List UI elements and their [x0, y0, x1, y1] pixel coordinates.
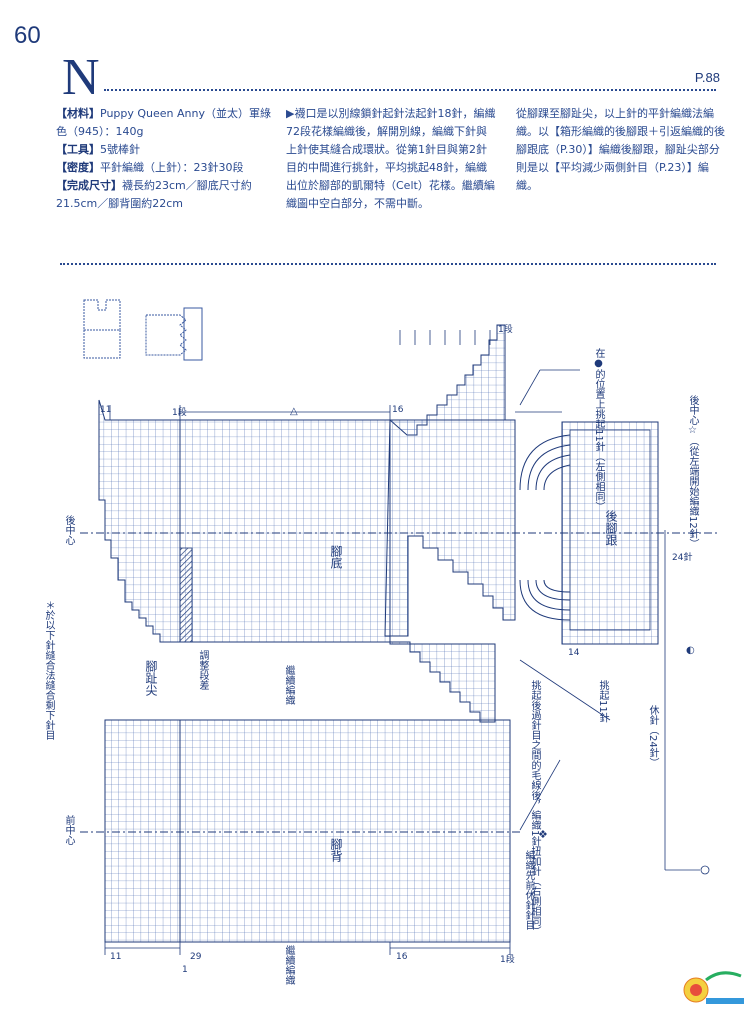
sole-right-shaping [388, 324, 506, 436]
tools-value: 5號棒針 [100, 143, 140, 156]
adjust-rows-label: 調整段差 [197, 650, 208, 690]
adjust-rows-hatch [179, 547, 193, 643]
stitch-count-16-bottom: 16 [396, 952, 408, 962]
instep-label: 腳背 [329, 838, 343, 862]
stitch-count-24: 24針 [672, 553, 693, 563]
svg-text:△: △ [290, 406, 298, 417]
stitch-count-29: 29 [190, 952, 202, 962]
pick-up-11-top-label: 在●的位置上挑起11針（左側相同） [593, 348, 604, 512]
sole-diagonal-decrease [389, 641, 496, 723]
tools-label: 【工具】 [56, 143, 100, 156]
page-number: 60 [14, 22, 41, 49]
back-center-left-label: 後中心 [63, 515, 74, 545]
knitting-chart: △ ◐ ❖ [80, 299, 720, 955]
continue-knit-label-2: 繼續編織 [283, 945, 294, 985]
continue-knit-label: 繼續編織 [283, 665, 294, 705]
sole-left-shaping [98, 399, 181, 643]
instructions-foot: 從腳踝至腳趾尖，以上針的平針編織法編織。以【箱形編織的後腳跟＋引返編織的後腳跟底… [516, 107, 725, 192]
svg-text:◐: ◐ [686, 645, 695, 656]
front-rest-label: 編織先前休針針目 [523, 850, 534, 930]
sock-schematic-thumbnail [83, 299, 203, 361]
size-value: 襪長約23cm／腳底尺寸約21.5cm／腳背圍約22cm [56, 179, 252, 210]
page-reference: P.88 [694, 70, 720, 85]
row-1-right-top: 1段 [498, 325, 513, 335]
stitch-count-14: 14 [568, 648, 580, 658]
bottom-arrows [104, 942, 511, 955]
rest-24-label: 休針（24針） [647, 705, 658, 768]
back-center-right-label: 後中心☆（從左端開始編織12針） [687, 395, 698, 549]
right-annotations [519, 369, 710, 875]
top-arrows [109, 330, 562, 420]
row-1-bottom-left: 1 [182, 965, 188, 975]
material-value: Puppy Queen Anny（並太）軍綠色（945）：140g [56, 107, 271, 138]
front-center-label: 前中心 [63, 815, 74, 845]
pattern-letter: N [62, 49, 100, 106]
material-label: 【材料】 [56, 107, 100, 120]
sole-grid [179, 419, 391, 643]
row-1-top: 1段 [172, 408, 187, 418]
stitch-count-11-top: 11 [100, 405, 112, 415]
pick-yarn-label: 挑起後過針目之間的毛線後，編織1針扭加針（右側相同） [529, 680, 540, 937]
stitch-count-16-top: 16 [392, 405, 404, 415]
heel-label: 後腳跟 [604, 510, 618, 546]
stitch-count-11-bottom: 11 [110, 952, 122, 962]
sole-label: 腳底 [329, 545, 343, 569]
instructions-cuff: ▶襪口是以別線鎖針起針法起針18針，編織72段花樣編織後，解開別線，編織下針與上… [286, 107, 496, 210]
graft-note: ＊於以下針縫合法縫合剩下針目 [43, 600, 54, 740]
materials-section: 【材料】Puppy Queen Anny（並太）軍綠色（945）：140g 【工… [56, 105, 276, 213]
toe-label: 腳趾尖 [144, 660, 158, 696]
size-label: 【完成尺寸】 [56, 179, 122, 192]
body-divider [60, 263, 716, 265]
instep-grid [179, 719, 511, 943]
gauge-value: 平針編織（上針）：23針30段 [100, 161, 244, 174]
site-watermark-logo [683, 971, 744, 1004]
gauge-label: 【密度】 [56, 161, 100, 174]
pick-up-11-label: 挑起11針 [597, 680, 608, 723]
row-1-bottom: 1段 [500, 955, 515, 965]
header-divider [104, 89, 716, 91]
svg-text:❖: ❖ [538, 828, 548, 841]
